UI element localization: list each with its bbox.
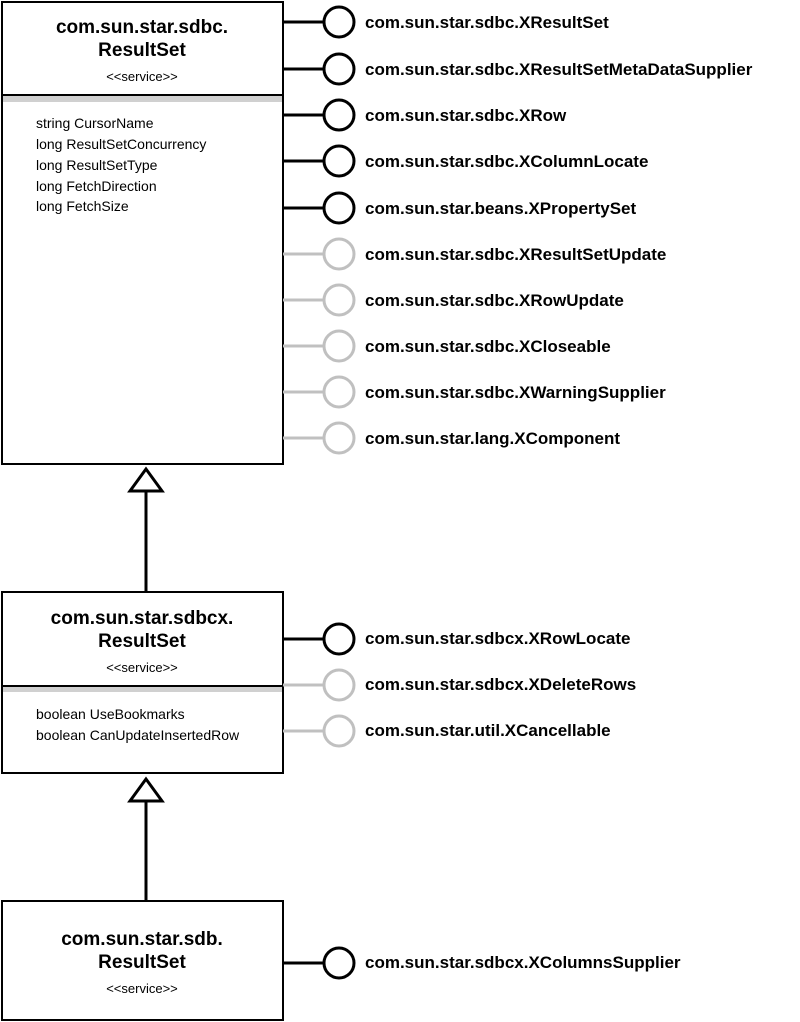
interface-lollipop-xcolumnlocate: com.sun.star.sdbc.XColumnLocate — [283, 144, 648, 178]
interface-circle-icon — [322, 329, 356, 363]
interface-circle-icon — [322, 237, 356, 271]
service-box-sdb-resultset: com.sun.star.sdb. ResultSet <<service>> — [1, 900, 284, 1021]
compartment-separator — [3, 96, 282, 102]
service-title-line1: com.sun.star.sdb. — [61, 929, 223, 950]
stereotype-label: <<service>> — [106, 981, 178, 996]
attribute-text: string CursorName — [36, 115, 154, 131]
service-title-line2: ResultSet — [98, 40, 186, 61]
interface-label: com.sun.star.sdbc.XColumnLocate — [365, 152, 648, 171]
attribute-text: boolean CanUpdateInsertedRow — [36, 727, 240, 743]
interface-circle-icon — [322, 622, 356, 656]
attribute-text: long FetchDirection — [36, 178, 157, 194]
interface-circle-icon — [322, 714, 356, 748]
interface-circle-icon — [322, 5, 356, 39]
interface-lollipop-xpropertyset: com.sun.star.beans.XPropertySet — [283, 191, 636, 225]
interface-lollipop-xwarningsupplier: com.sun.star.sdbc.XWarningSupplier — [283, 375, 666, 409]
interface-lollipop-xrowlocate: com.sun.star.sdbcx.XRowLocate — [283, 622, 630, 656]
service-box-outline — [1, 1, 284, 465]
generalization-triangle-icon — [127, 466, 165, 493]
service-box-sdbc-resultset: com.sun.star.sdbc. ResultSet <<service>>… — [1, 1, 284, 465]
interface-lollipop-xcomponent: com.sun.star.lang.XComponent — [283, 421, 620, 455]
service-title-line1: com.sun.star.sdbcx. — [51, 608, 234, 629]
inheritance-arrow-sdb-to-sdbcx — [127, 776, 165, 901]
interface-lollipop-xresultset: com.sun.star.sdbc.XResultSet — [283, 5, 609, 39]
interface-circle-icon — [322, 191, 356, 225]
attribute-text: boolean UseBookmarks — [36, 706, 185, 722]
interface-label: com.sun.star.sdbcx.XColumnsSupplier — [365, 953, 681, 972]
interface-label: com.sun.star.sdbc.XRow — [365, 106, 567, 125]
interface-circle-icon — [322, 375, 356, 409]
interface-lollipop-xrowupdate: com.sun.star.sdbc.XRowUpdate — [283, 283, 624, 317]
interface-label: com.sun.star.lang.XComponent — [365, 429, 620, 448]
service-box-outline — [1, 591, 284, 774]
interface-circle-icon — [322, 668, 356, 702]
interface-circle-icon — [322, 144, 356, 178]
service-box-outline — [1, 900, 284, 1021]
inheritance-arrow-sdbcx-to-sdbc — [127, 466, 165, 592]
interface-label: com.sun.star.sdbc.XRowUpdate — [365, 291, 624, 310]
compartment-separator — [3, 687, 282, 692]
attribute-text: long FetchSize — [36, 198, 129, 214]
generalization-triangle-icon — [127, 776, 165, 803]
service-title-line1: com.sun.star.sdbc. — [56, 17, 228, 38]
interface-lollipop-xresultsetmetadatasupplier: com.sun.star.sdbc.XResultSetMetaDataSupp… — [283, 52, 753, 86]
interface-lollipop-xcloseable: com.sun.star.sdbc.XCloseable — [283, 329, 611, 363]
interface-label: com.sun.star.sdbc.XResultSet — [365, 13, 609, 32]
interface-circle-icon — [322, 98, 356, 132]
service-title-line2: ResultSet — [98, 952, 186, 973]
interface-circle-icon — [322, 946, 356, 980]
interface-circle-icon — [322, 52, 356, 86]
interface-label: com.sun.star.sdbcx.XDeleteRows — [365, 675, 636, 694]
interface-lollipop-xrow: com.sun.star.sdbc.XRow — [283, 98, 567, 132]
interface-label: com.sun.star.util.XCancellable — [365, 721, 611, 740]
interface-lollipop-xcolumnssupplier: com.sun.star.sdbcx.XColumnsSupplier — [283, 946, 681, 980]
interface-label: com.sun.star.sdbcx.XRowLocate — [365, 629, 630, 648]
interface-label: com.sun.star.sdbc.XWarningSupplier — [365, 383, 666, 402]
interface-label: com.sun.star.sdbc.XResultSetMetaDataSupp… — [365, 60, 753, 79]
interface-label: com.sun.star.sdbc.XCloseable — [365, 337, 611, 356]
interface-lollipop-xcancellable: com.sun.star.util.XCancellable — [283, 714, 611, 748]
stereotype-label: <<service>> — [106, 660, 178, 675]
interface-label: com.sun.star.beans.XPropertySet — [365, 199, 636, 218]
attribute-text: long ResultSetConcurrency — [36, 136, 206, 152]
interface-circle-icon — [322, 283, 356, 317]
interface-lollipop-xdeleterows: com.sun.star.sdbcx.XDeleteRows — [283, 668, 636, 702]
stereotype-label: <<service>> — [106, 69, 178, 84]
service-title-line2: ResultSet — [98, 631, 186, 652]
attribute-text: long ResultSetType — [36, 157, 158, 173]
interface-circle-icon — [322, 421, 356, 455]
interface-lollipop-xresultsetupdate: com.sun.star.sdbc.XResultSetUpdate — [283, 237, 666, 271]
interface-label: com.sun.star.sdbc.XResultSetUpdate — [365, 245, 666, 264]
service-box-sdbcx-resultset: com.sun.star.sdbcx. ResultSet <<service>… — [1, 591, 284, 774]
